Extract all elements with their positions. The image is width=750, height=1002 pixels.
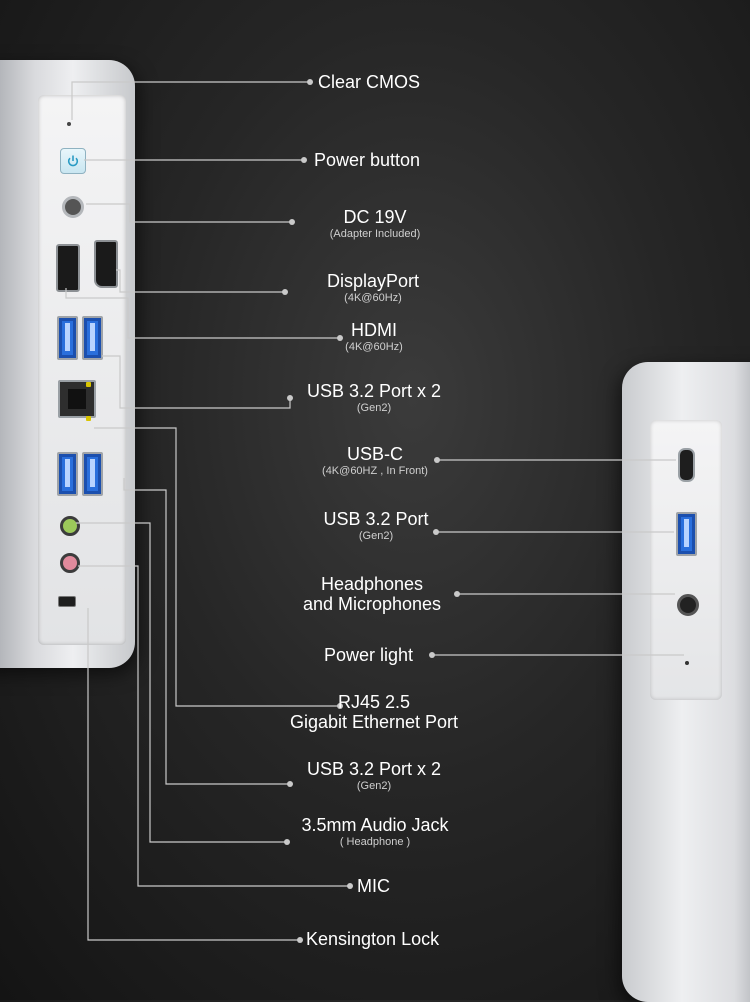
label-rj45-line2: Gigabit Ethernet Port <box>289 712 459 732</box>
label-headphones-mics: Headphones and Microphones <box>290 574 454 614</box>
clear-cmos-hole <box>67 122 71 126</box>
label-usb-c-text: USB-C <box>346 444 403 464</box>
usb-a-port <box>57 316 78 360</box>
label-usb-front-sub: (Gen2) <box>358 530 394 542</box>
label-usb-top-text: USB 3.2 Port x 2 <box>306 381 442 401</box>
leader-kensington <box>87 608 300 941</box>
label-displayport-text: DisplayPort <box>326 271 420 291</box>
usb-a-port <box>82 316 103 360</box>
label-usb-bottom-sub: (Gen2) <box>356 780 392 792</box>
rj45-led <box>86 382 91 387</box>
mic-jack <box>60 553 80 573</box>
label-hdmi-sub: (4K@60Hz) <box>345 341 403 353</box>
label-dc-19v: DC 19V (Adapter Included) <box>300 207 450 241</box>
label-hdmi: HDMI (4K@60Hz) <box>314 320 434 354</box>
label-mic: MIC <box>357 876 390 896</box>
leader-usb-top <box>102 355 291 409</box>
leader-rj45 <box>94 427 340 707</box>
rj45-led <box>86 416 91 421</box>
leader-usb-bottom <box>123 478 290 785</box>
label-rj45: RJ45 2.5 Gigabit Ethernet Port <box>276 692 472 732</box>
label-usb-bottom: USB 3.2 Port x 2 (Gen2) <box>294 759 454 793</box>
leader-displayport <box>116 269 285 293</box>
label-headphones-line1: Headphones <box>320 574 424 594</box>
label-power-button: Power button <box>314 150 420 170</box>
headphone-mic-jack <box>677 594 699 616</box>
rear-io-panel <box>38 95 126 645</box>
label-usb-c: USB-C (4K@60HZ , In Front) <box>300 444 450 478</box>
kensington-lock-slot <box>58 596 76 607</box>
usb-c-port <box>678 448 695 482</box>
leader-mic <box>78 565 350 887</box>
leader-clear-cmos <box>71 81 310 120</box>
power-button <box>60 148 86 174</box>
power-light-led <box>685 661 689 665</box>
label-dc-19v-text: DC 19V <box>343 207 407 227</box>
label-audio-jack-sub: ( Headphone ) <box>339 836 411 848</box>
label-displayport-sub: (4K@60Hz) <box>344 292 402 304</box>
label-power-button-text: Power button <box>314 150 421 170</box>
usb-a-port <box>82 452 103 496</box>
label-kensington: Kensington Lock <box>306 929 439 949</box>
label-kensington-text: Kensington Lock <box>306 929 440 949</box>
label-clear-cmos: Clear CMOS <box>318 72 420 92</box>
hdmi-port <box>56 244 80 292</box>
label-usb-front: USB 3.2 Port (Gen2) <box>306 509 446 543</box>
label-power-light-text: Power light <box>324 645 414 665</box>
label-mic-text: MIC <box>357 876 390 896</box>
usb-a-front-port <box>676 512 697 556</box>
power-icon <box>67 155 79 167</box>
label-usb-front-text: USB 3.2 Port <box>323 509 429 529</box>
label-rj45-line1: RJ45 2.5 <box>337 692 411 712</box>
audio-jack <box>60 516 80 536</box>
dc-power-jack <box>62 196 84 218</box>
label-audio-jack: 3.5mm Audio Jack ( Headphone ) <box>290 815 460 849</box>
usb-a-port <box>57 452 78 496</box>
leader-hdmi <box>65 288 340 339</box>
label-usb-bottom-text: USB 3.2 Port x 2 <box>306 759 442 779</box>
label-dc-19v-sub: (Adapter Included) <box>329 228 421 240</box>
label-power-light: Power light <box>324 645 413 665</box>
label-clear-cmos-text: Clear CMOS <box>318 72 421 92</box>
displayport-port <box>94 240 118 288</box>
label-usb-top: USB 3.2 Port x 2 (Gen2) <box>294 381 454 415</box>
label-displayport: DisplayPort (4K@60Hz) <box>298 271 448 305</box>
label-usb-c-sub: (4K@60HZ , In Front) <box>322 465 428 477</box>
label-hdmi-text: HDMI <box>351 320 397 340</box>
leader-dc <box>86 203 292 223</box>
label-audio-jack-text: 3.5mm Audio Jack <box>301 815 449 835</box>
label-headphones-line2: and Microphones <box>302 594 442 614</box>
label-usb-top-sub: (Gen2) <box>356 402 392 414</box>
leader-audio-jack <box>76 522 287 843</box>
